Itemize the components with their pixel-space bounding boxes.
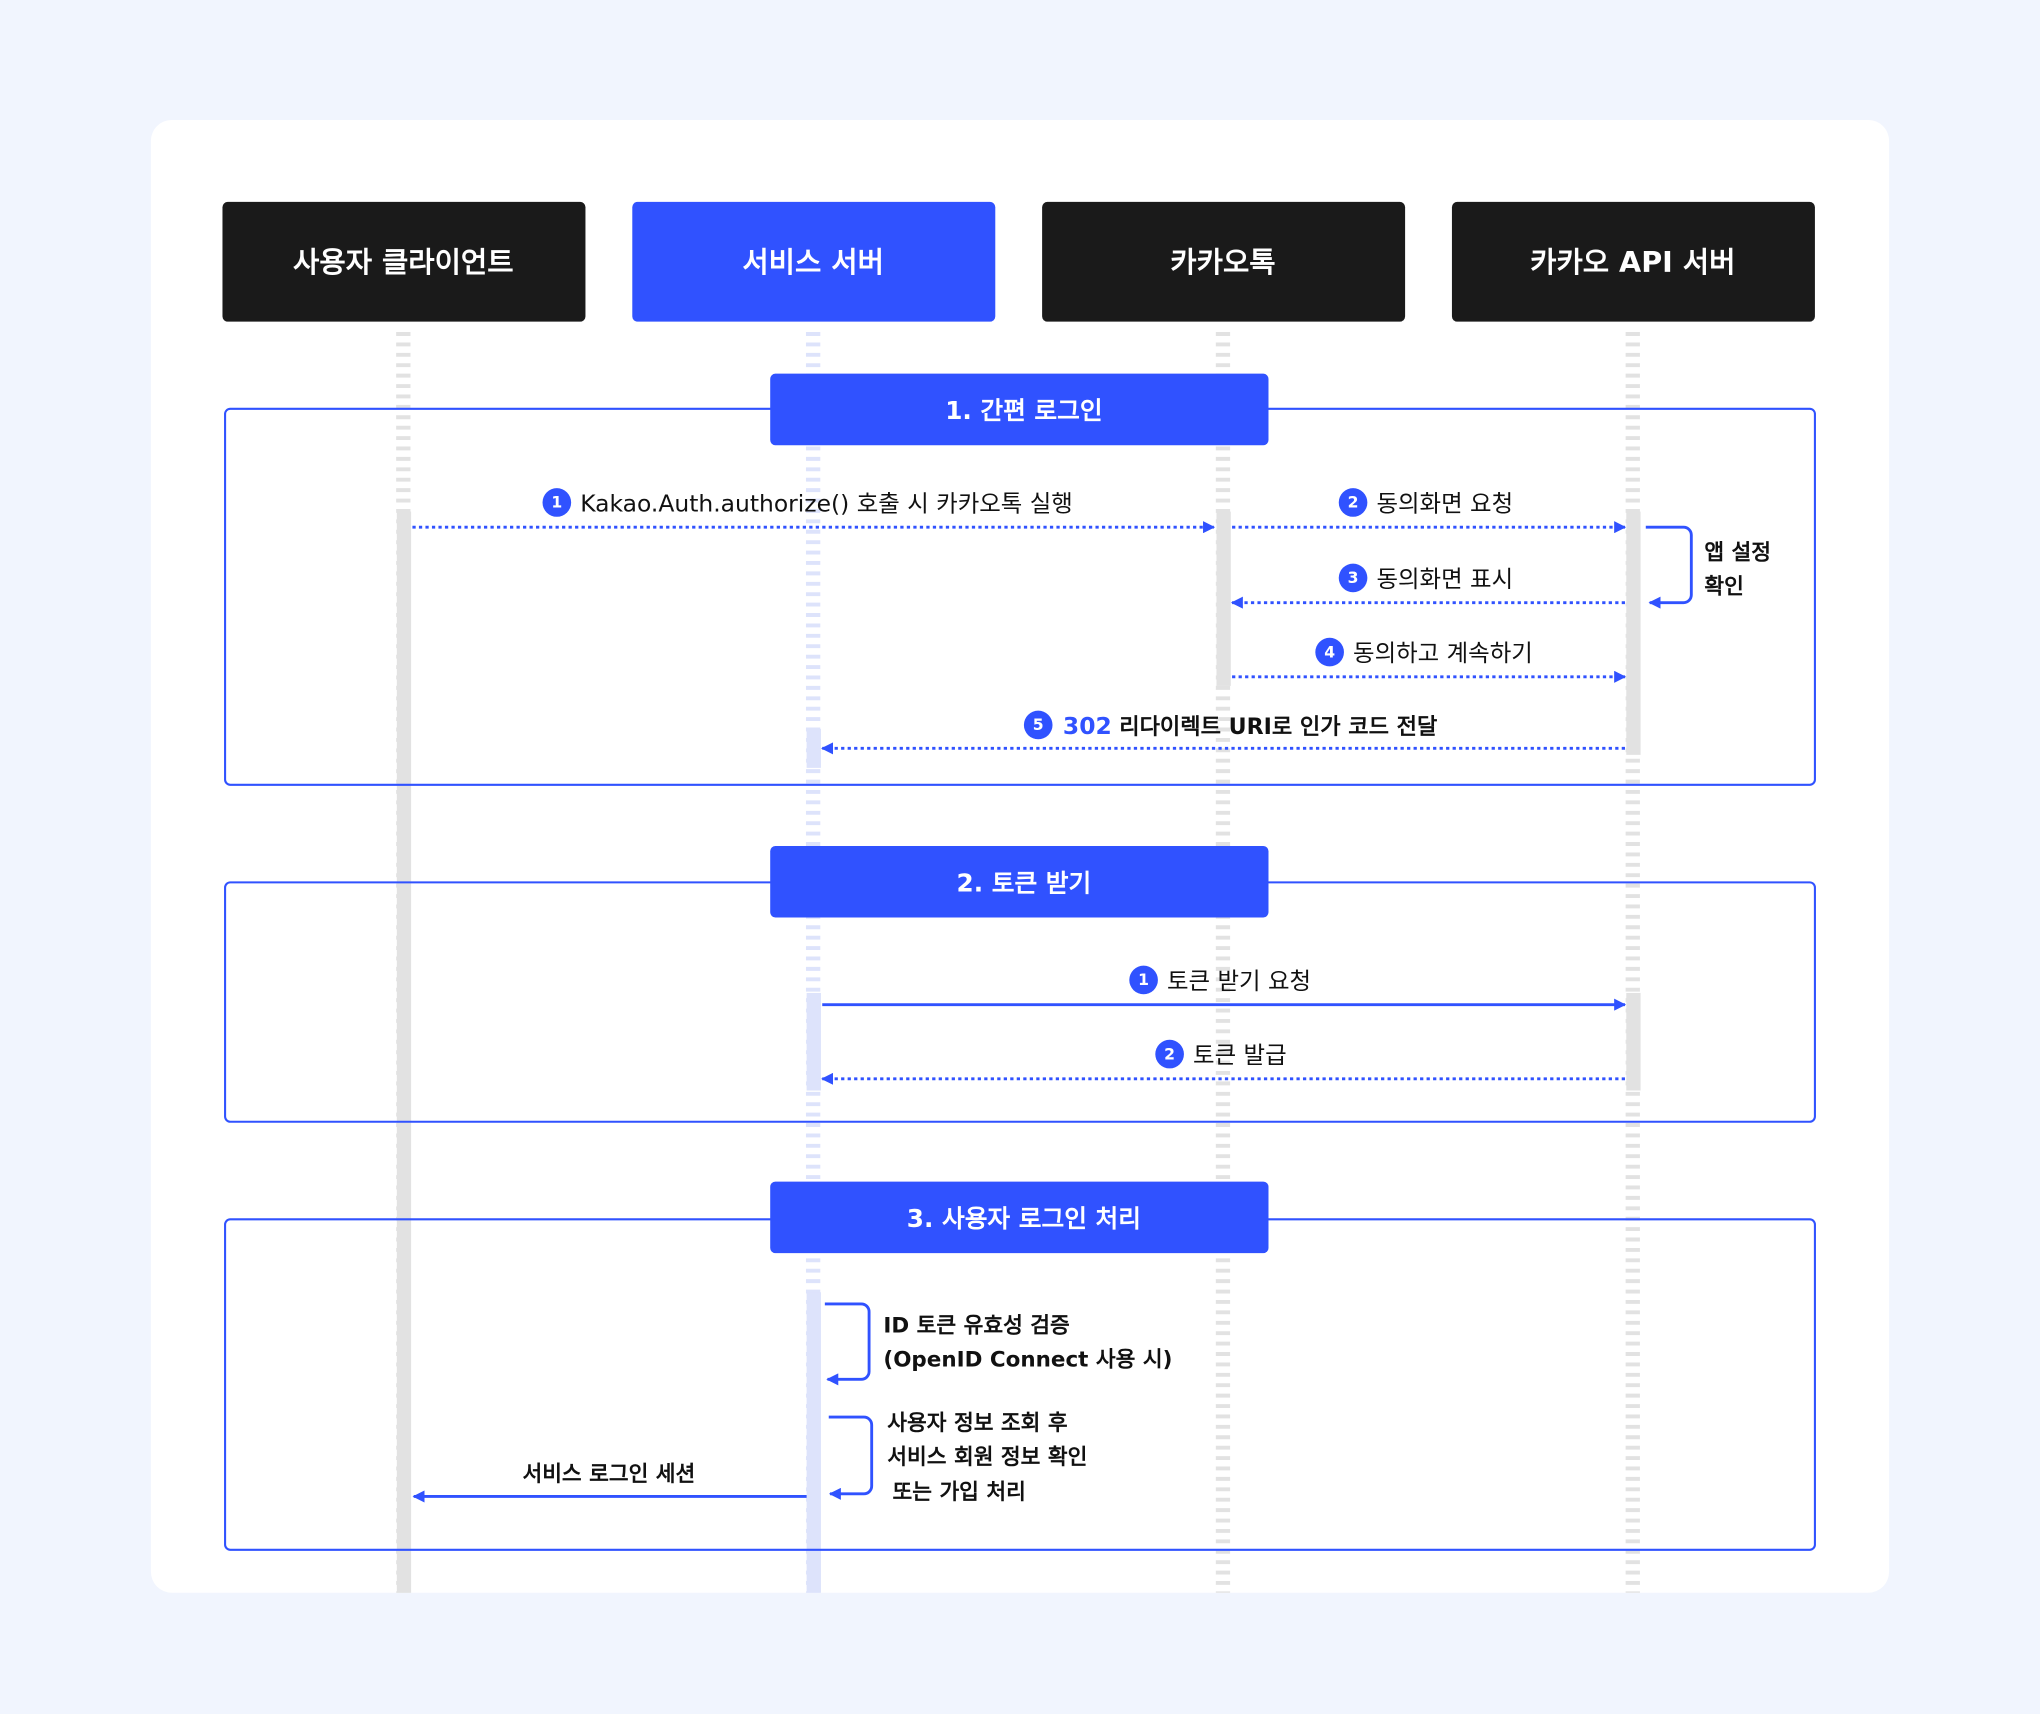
participant-label: 카카오 API 서버 — [1530, 245, 1735, 279]
svg-text:4: 4 — [1324, 643, 1335, 661]
activation-service — [806, 1292, 821, 1593]
activation-kakaotalk — [1216, 511, 1231, 686]
self-note-line: 확인 — [1704, 575, 1743, 600]
section-header-2: 2. 토큰 받기 — [770, 845, 1269, 918]
participant-label: 사용자 클라이언트 — [293, 245, 514, 279]
note-line: (OpenID Connect 사용 시) — [883, 1347, 1172, 1372]
svg-text:302 리다이렉트 URI로 인가 코드 전달: 302 리다이렉트 URI로 인가 코드 전달 — [1063, 712, 1437, 740]
activation-api — [1626, 511, 1641, 755]
self-note-line: 앱 설정 — [1704, 541, 1771, 566]
participant-kakaotalk: 카카오톡 — [1042, 201, 1406, 322]
message-label: 3 동의화면 표시 — [1338, 563, 1513, 593]
section-title: 3. 사용자 로그인 처리 — [907, 1204, 1141, 1233]
svg-text:동의화면 표시: 동의화면 표시 — [1376, 565, 1513, 593]
svg-text:Kakao.Auth.authorize() 호출 시 카카: Kakao.Auth.authorize() 호출 시 카카오톡 실행 — [580, 490, 1073, 518]
svg-text:동의화면 요청: 동의화면 요청 — [1376, 490, 1513, 518]
section-header-1: 1. 간편 로그인 — [770, 373, 1269, 446]
self-loop-service-1 — [824, 1302, 871, 1386]
self-loop-api — [1645, 525, 1693, 609]
message-label: 2 토큰 발급 — [1155, 1039, 1287, 1069]
activation-service — [806, 728, 821, 768]
participant-label: 서비스 서버 — [742, 245, 884, 279]
svg-text:2: 2 — [1348, 494, 1359, 512]
message-label: 1 Kakao.Auth.authorize() 호출 시 카카오톡 실행 — [542, 488, 1073, 518]
svg-text:5: 5 — [1033, 716, 1044, 734]
section-title: 1. 간편 로그인 — [945, 396, 1102, 425]
note-line: 사용자 정보 조회 후 — [887, 1411, 1068, 1436]
message-label: 4 동의하고 계속하기 — [1315, 637, 1533, 667]
svg-text:동의하고 계속하기: 동의하고 계속하기 — [1353, 639, 1533, 667]
message-label: 2 동의화면 요청 — [1338, 488, 1513, 518]
participant-label: 카카오톡 — [1170, 245, 1275, 279]
section-title: 2. 토큰 받기 — [957, 868, 1092, 897]
participant-service-server: 서비스 서버 — [632, 201, 996, 322]
note-line: 또는 가입 처리 — [893, 1480, 1026, 1505]
svg-text:토큰 받기 요청: 토큰 받기 요청 — [1167, 967, 1311, 995]
note-line: 서비스 회원 정보 확인 — [887, 1445, 1087, 1470]
svg-text:1: 1 — [1138, 971, 1149, 989]
section-header-3: 3. 사용자 로그인 처리 — [770, 1181, 1269, 1254]
status-code: 302 — [1063, 712, 1112, 740]
message-label: 1 토큰 받기 요청 — [1129, 965, 1311, 995]
svg-text:2: 2 — [1164, 1045, 1175, 1063]
svg-text:3: 3 — [1348, 569, 1359, 587]
activation-client — [396, 511, 412, 1593]
return-label: 서비스 로그인 세션 — [522, 1462, 695, 1487]
self-loop-service-2 — [828, 1415, 874, 1500]
message-label: 5 302 리다이렉트 URI로 인가 코드 전달 — [1023, 710, 1437, 740]
participant-kakao-api-server: 카카오 API 서버 — [1451, 201, 1815, 322]
svg-text:토큰 발급: 토큰 발급 — [1193, 1041, 1287, 1069]
svg-text:1: 1 — [551, 494, 562, 512]
participant-client: 사용자 클라이언트 — [222, 201, 586, 322]
activation-api — [1626, 992, 1641, 1091]
activation-service — [806, 992, 821, 1091]
note-line: ID 토큰 유효성 검증 — [883, 1314, 1069, 1339]
lifelines — [396, 332, 1641, 1593]
